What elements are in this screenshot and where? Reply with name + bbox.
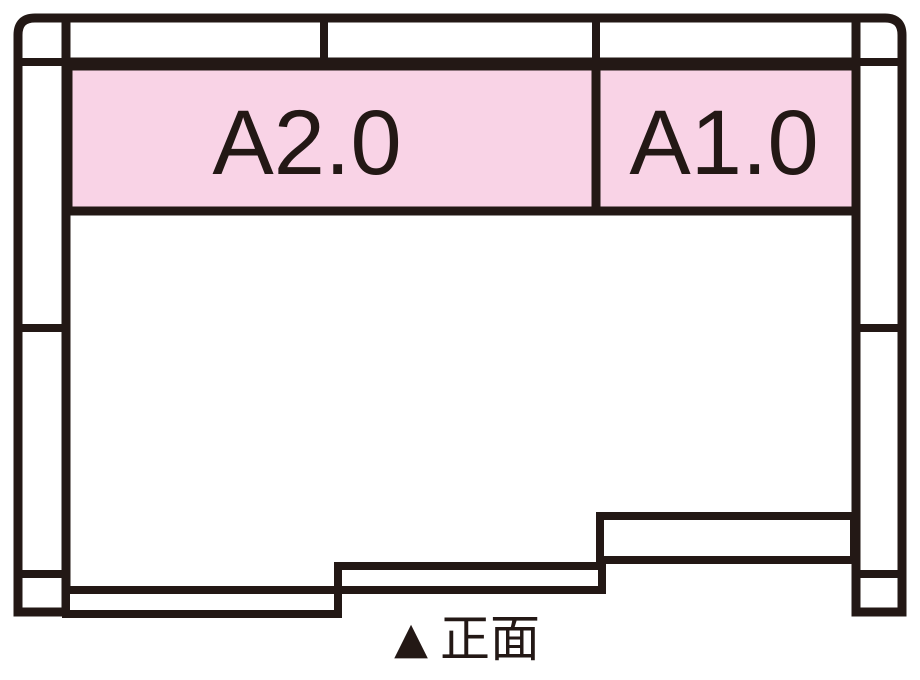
top-beam	[61, 13, 861, 67]
zone-a1-label: A1.0	[629, 92, 818, 194]
bottom-panel-right	[596, 512, 858, 564]
zone-a2-label: A2.0	[212, 92, 401, 194]
front-marker-icon: ▲	[394, 613, 428, 664]
right-post-outline	[851, 13, 907, 617]
zone-a2	[63, 61, 601, 216]
bottom-panel-left	[62, 586, 342, 618]
left-post-outline	[13, 13, 71, 617]
right-post	[851, 13, 907, 617]
zone-a1	[591, 61, 861, 216]
front-label: 正面	[440, 610, 540, 668]
bottom-panel-middle	[334, 562, 606, 594]
top-beam-outline	[61, 13, 861, 67]
bottom-panels	[62, 512, 858, 618]
left-post	[13, 13, 71, 617]
